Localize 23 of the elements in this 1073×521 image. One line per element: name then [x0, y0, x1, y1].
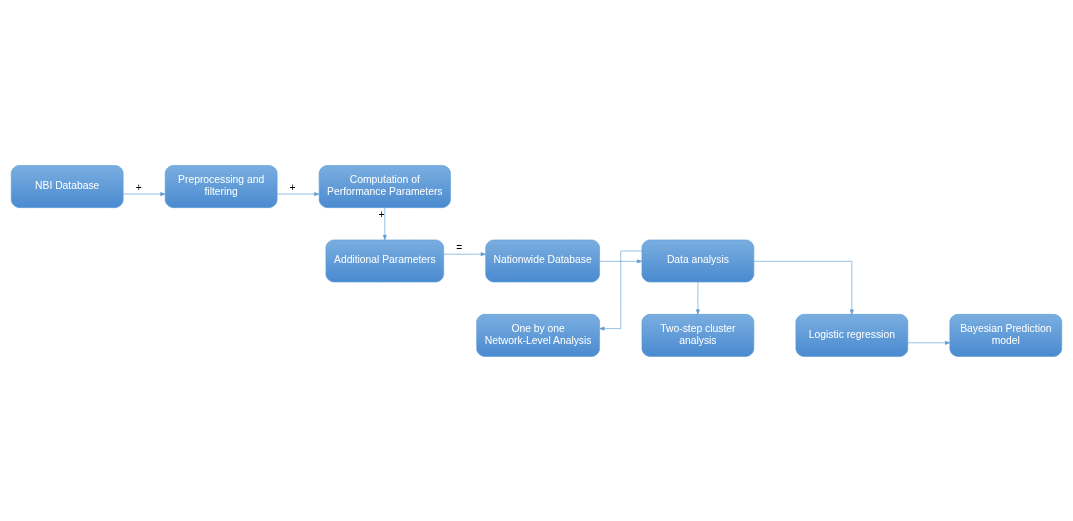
node-box: Data analysis	[641, 239, 755, 282]
arrow	[907, 340, 951, 345]
edge-label: =	[456, 241, 463, 253]
edge-label: +	[135, 181, 142, 193]
node-box: Nationwide Database	[485, 239, 600, 282]
edge-label: +	[289, 181, 296, 193]
arrow	[382, 206, 387, 240]
arrow	[122, 191, 166, 196]
node-box: NBI Database	[10, 164, 124, 208]
node-box: Logistic regression	[795, 313, 909, 357]
node-box: Two-step cluster analysis	[641, 313, 755, 357]
arrow	[696, 281, 700, 315]
node-box: Preprocessing and filtering	[164, 164, 278, 208]
edge-label: +	[378, 208, 385, 220]
arrow	[276, 191, 320, 196]
arrow	[753, 260, 854, 315]
node-box: Bayesian Prediction model	[949, 313, 1063, 357]
arrow	[443, 251, 486, 256]
node-box: Additional Parameters	[325, 239, 444, 282]
arrow	[599, 258, 643, 263]
arrow	[599, 250, 643, 330]
node-box: Computation of Performance Parameters	[318, 164, 451, 208]
node-box: One by one Network-Level Analysis	[476, 313, 600, 357]
